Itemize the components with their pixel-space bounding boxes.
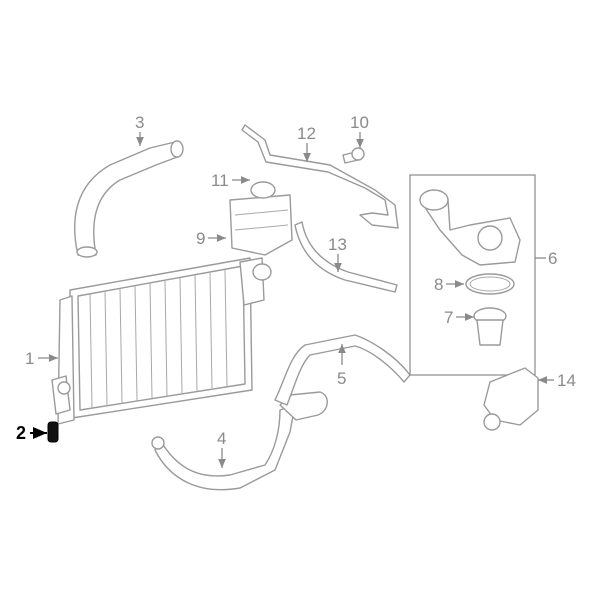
heater-hose-part[interactable] (294, 221, 398, 293)
svg-text:14: 14 (557, 371, 576, 390)
callout-2: 2 (16, 423, 47, 443)
callout-13: 13 (328, 235, 347, 272)
radiator-part[interactable] (51, 257, 272, 425)
svg-text:5: 5 (337, 369, 346, 388)
svg-text:8: 8 (434, 275, 443, 294)
svg-text:4: 4 (217, 429, 226, 448)
callout-5: 5 (337, 344, 346, 388)
svg-text:12: 12 (297, 124, 316, 143)
upper-hose-part[interactable] (74, 140, 184, 258)
radiator-bracket-part-2[interactable] (47, 421, 59, 443)
svg-text:10: 10 (350, 113, 369, 132)
svg-text:11: 11 (211, 171, 229, 190)
svg-text:3: 3 (135, 113, 144, 132)
svg-text:9: 9 (196, 229, 205, 248)
callout-6: 6 (535, 249, 557, 268)
lower-hose-part[interactable] (151, 391, 328, 491)
callout-8: 8 (434, 275, 464, 294)
svg-text:7: 7 (444, 308, 453, 327)
callout-14: 14 (538, 371, 576, 390)
callout-7: 7 (444, 308, 474, 327)
svg-text:6: 6 (548, 249, 557, 268)
callout-10: 10 (350, 113, 369, 148)
callout-12: 12 (297, 124, 316, 162)
thermostat-housing-group-box (409, 174, 536, 376)
svg-text:2: 2 (16, 423, 26, 443)
coolant-reservoir-part[interactable] (229, 181, 293, 256)
callout-9: 9 (196, 229, 226, 248)
callout-4: 4 (217, 429, 226, 468)
callout-3: 3 (135, 113, 144, 146)
svg-text:1: 1 (25, 349, 34, 368)
callout-1: 1 (25, 349, 58, 368)
callout-11: 11 (211, 171, 250, 190)
coolant-pipe-part[interactable] (241, 124, 399, 229)
bolt-part[interactable] (342, 147, 365, 164)
water-outlet-part[interactable] (483, 367, 539, 431)
svg-text:13: 13 (328, 235, 347, 254)
